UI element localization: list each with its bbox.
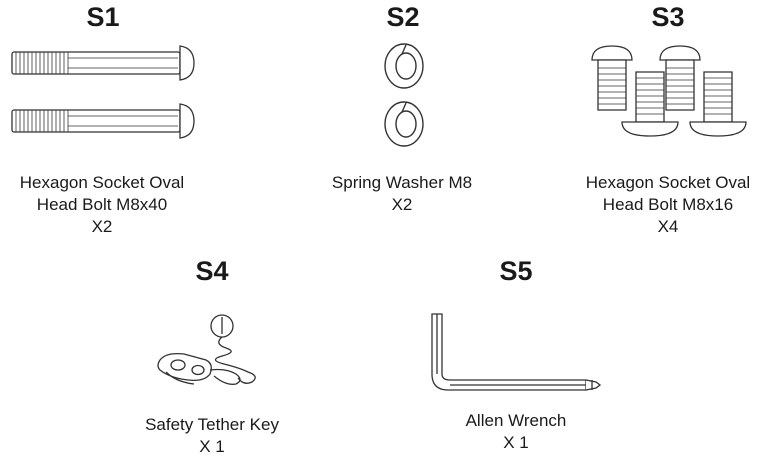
part-quantity: X4 [657,217,679,236]
oval-head-bolt-short-icon [588,40,748,145]
spring-washer-icon [380,40,430,150]
part-quantity: X2 [91,217,113,236]
part-name-line1: Hexagon Socket Oval [585,173,751,192]
part-name-line1: Hexagon Socket Oval [19,173,185,192]
part-quantity: X 1 [199,437,225,456]
part-name-line1: Safety Tether Key [145,415,279,434]
safety-key-icon [152,312,272,394]
part-description: Spring Washer M8 X2 [282,172,522,216]
part-name-line2: Head Bolt M8x16 [602,195,734,214]
part-code: S4 [195,256,229,286]
part-description: Safety Tether Key X 1 [92,414,332,458]
part-name-line1: Spring Washer M8 [331,173,473,192]
part-code: S5 [499,256,533,286]
part-quantity: X 1 [503,433,529,452]
part-quantity: X2 [391,195,413,214]
part-name-line2: Head Bolt M8x40 [36,195,168,214]
part-description: Hexagon Socket Oval Head Bolt M8x40 X2 [0,172,222,238]
part-code: S1 [86,2,120,32]
part-name-line1: Allen Wrench [465,411,567,430]
part-code: S2 [386,2,420,32]
allen-wrench-icon [426,312,604,394]
part-description: Hexagon Socket Oval Head Bolt M8x16 X4 [548,172,768,238]
part-code: S3 [651,2,685,32]
oval-head-bolt-long-icon [8,38,198,148]
part-description: Allen Wrench X 1 [396,410,636,454]
